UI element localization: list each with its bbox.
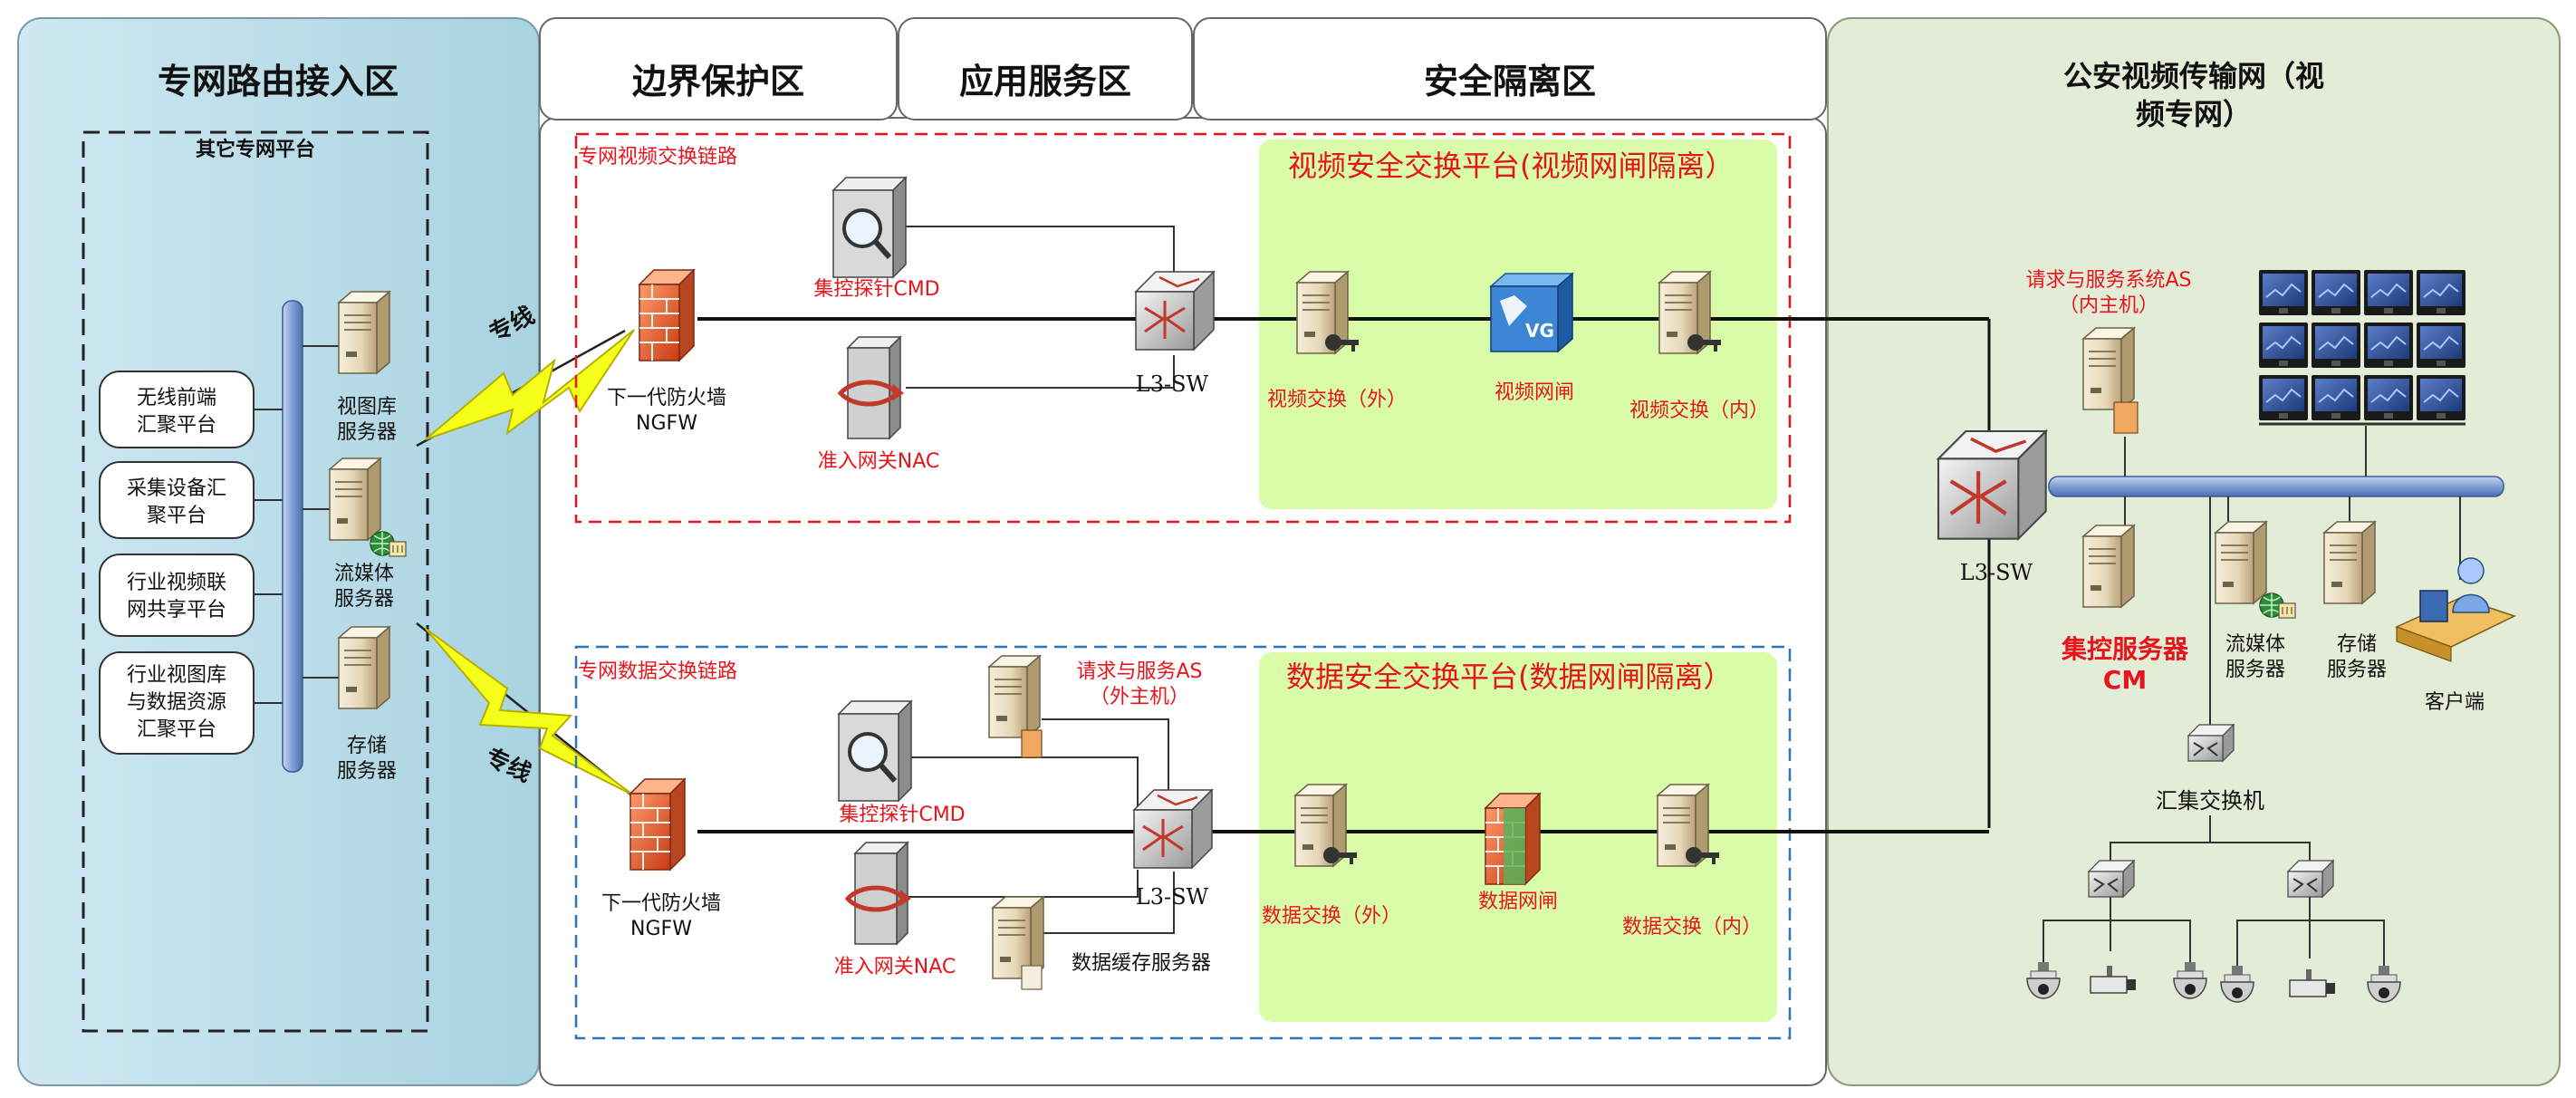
platform-industry-data-l2: 与数据资源	[127, 691, 226, 714]
data-as-host-icon	[988, 655, 1041, 738]
data-firewall-l1: 下一代防火墙	[601, 892, 721, 915]
zone-title-app-service: 应用服务区	[959, 62, 1131, 101]
police-l3-switch-label: L3-SW	[1960, 560, 2033, 585]
private-access-zone	[17, 17, 540, 1086]
storage-server-right-l2: 服务器	[2327, 659, 2387, 681]
data-l3-switch-icon	[1132, 788, 1214, 870]
storage-server-left-l1: 存储	[347, 735, 387, 757]
storage-server-left-icon	[338, 626, 390, 709]
security-isolation-header	[1193, 17, 1827, 120]
storage-server-right-icon	[2323, 521, 2376, 604]
storage-server-left-l2: 服务器	[337, 760, 397, 783]
video-firewall-icon	[639, 269, 695, 361]
video-gateway-label: 视频网闸	[1495, 381, 1574, 404]
platform-collection-l2: 聚平台	[147, 505, 207, 527]
video-probe-icon	[833, 178, 906, 277]
data-firewall-l2: NGFW	[630, 918, 692, 940]
cm-server-icon	[2082, 525, 2135, 608]
zone-title-police-video-l2: 频专网）	[2136, 97, 2252, 131]
platform-box-wireless: 无线前端 汇聚平台	[99, 371, 283, 448]
dedicated-line-top-bolt	[425, 329, 635, 440]
boundary-header	[539, 17, 898, 120]
video-link-title: 专网视频交换链路	[578, 146, 737, 169]
stream-server-left-icon	[329, 458, 381, 541]
cm-server-l1: 集控服务器	[2061, 634, 2189, 664]
stream-server-right-l1: 流媒体	[2225, 633, 2285, 656]
vg-badge: VG	[1525, 320, 1554, 342]
other-platform-frame	[82, 130, 429, 1033]
stream-server-left-l1: 流媒体	[334, 563, 394, 585]
police-as-host-l1: 请求与服务系统AS	[2025, 269, 2191, 292]
stream-server-left-l2: 服务器	[334, 588, 394, 611]
data-nac-icon	[848, 843, 911, 944]
zone-title-boundary: 边界保护区	[632, 62, 804, 101]
data-swap-out-label: 数据交换（外）	[1262, 905, 1401, 928]
platform-box-industry-data: 行业视图库 与数据资源 汇聚平台	[99, 651, 283, 755]
data-cache-server-label: 数据缓存服务器	[1072, 952, 1211, 975]
left-bus-pole	[282, 300, 303, 773]
data-gateway-label: 数据网闸	[1478, 891, 1558, 913]
data-link-title: 专网数据交换链路	[578, 660, 737, 683]
aggregation-switch-label: 汇集交换机	[2156, 788, 2264, 814]
data-probe-icon	[839, 701, 911, 801]
cm-server-l2: CM	[2103, 665, 2147, 695]
police-l3-switch-icon	[1938, 431, 2046, 539]
video-nac-icon	[841, 337, 904, 438]
data-nac-label: 准入网关NAC	[834, 956, 956, 978]
stream-server-right-icon	[2215, 521, 2267, 604]
platform-box-collection: 采集设备汇 聚平台	[99, 461, 283, 539]
video-link-frame	[574, 132, 1792, 524]
data-as-host-l2: （外主机）	[1090, 686, 1189, 708]
data-platform-title: 数据安全交换平台(数据网闸隔离）	[1286, 660, 1733, 694]
platform-industry-video-l1: 行业视频联	[127, 572, 226, 594]
view-library-server-l2: 服务器	[337, 421, 397, 444]
data-firewall-icon	[630, 778, 686, 871]
zone-title-police-video-l1: 公安视频传输网（视	[2063, 59, 2324, 93]
video-nac-label: 准入网关NAC	[818, 450, 939, 473]
zone-title-private-access: 专网路由接入区	[158, 62, 399, 101]
client-workstation-icon	[2395, 557, 2516, 662]
video-swap-in-label: 视频交换（内）	[1629, 400, 1769, 422]
monitor-wall	[2258, 269, 2466, 426]
platform-wireless-l1: 无线前端	[137, 387, 216, 409]
platform-box-industry-video: 行业视频联 网共享平台	[99, 554, 283, 637]
view-library-server-icon	[338, 291, 390, 374]
aggregation-switch-icon	[2187, 724, 2235, 762]
stream-server-right-l2: 服务器	[2225, 659, 2285, 681]
platform-collection-l1: 采集设备汇	[127, 477, 226, 500]
video-swap-out-label: 视频交换（外）	[1267, 389, 1407, 411]
right-bus	[2048, 476, 2504, 497]
app-service-header	[898, 17, 1193, 120]
platform-industry-data-l1: 行业视图库	[127, 664, 226, 687]
platform-wireless-l2: 汇聚平台	[137, 414, 216, 437]
police-video-zone	[1827, 17, 2561, 1086]
other-platform-title: 其它专网平台	[196, 138, 315, 161]
police-as-host-icon	[2082, 327, 2135, 410]
video-gateway-icon: VG	[1489, 272, 1574, 353]
video-firewall-l2: NGFW	[636, 412, 697, 435]
storage-server-right-l1: 存储	[2337, 633, 2377, 656]
zone-title-security-isolation: 安全隔离区	[1424, 62, 1596, 101]
edge-switch-right-icon	[2287, 860, 2334, 898]
view-library-server-l1: 视图库	[337, 396, 397, 419]
video-l3-switch-label: L3-SW	[1136, 371, 1209, 397]
data-swap-in-label: 数据交换（内）	[1622, 916, 1762, 939]
platform-industry-data-l3: 汇聚平台	[137, 718, 216, 741]
video-l3-switch-icon	[1134, 270, 1216, 352]
video-probe-label: 集控探针CMD	[813, 278, 939, 301]
video-platform-title: 视频安全交换平台(视频网闸隔离）	[1288, 149, 1735, 183]
data-link-frame	[574, 645, 1792, 1040]
data-as-host-l1: 请求与服务AS	[1076, 660, 1202, 683]
data-probe-label: 集控探针CMD	[839, 804, 965, 826]
data-l3-switch-label: L3-SW	[1136, 884, 1209, 910]
client-label: 客户端	[2425, 691, 2485, 714]
platform-industry-video-l2: 网共享平台	[127, 599, 226, 621]
police-as-host-l2: （内主机）	[2059, 294, 2158, 317]
edge-switch-left-icon	[2088, 860, 2135, 898]
video-firewall-l1: 下一代防火墙	[607, 387, 726, 409]
